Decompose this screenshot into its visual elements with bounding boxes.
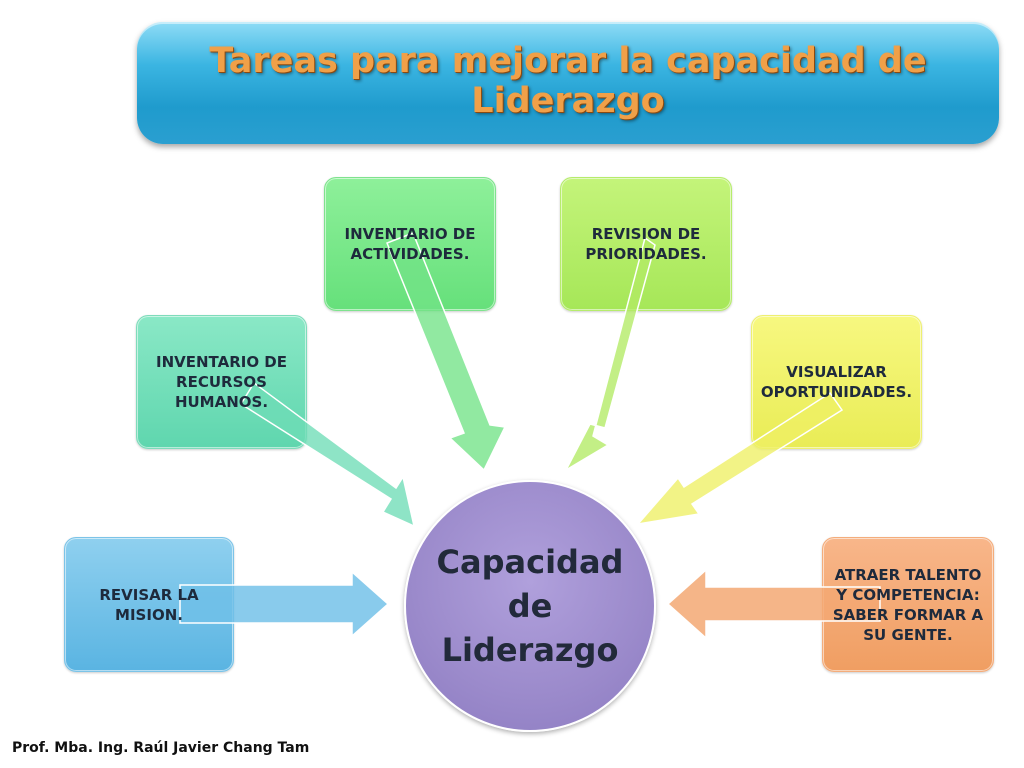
arrow-prioridades-to-center xyxy=(564,236,656,472)
task-label-visualizar-oportunidades: VISUALIZAR OPORTUNIDADES. xyxy=(760,363,913,401)
author-footer: Prof. Mba. Ing. Raúl Javier Chang Tam xyxy=(12,740,310,756)
arrow-talento-to-center xyxy=(666,568,881,640)
arrow-actividades-to-center xyxy=(386,232,507,472)
page-title: Tareas para mejorar la capacidad de Lide… xyxy=(209,41,927,121)
arrow-oportunidades-to-center xyxy=(636,391,844,526)
task-label-inventario-actividades: INVENTARIO DE ACTIVIDADES. xyxy=(344,225,476,263)
task-label-inventario-rrhh: INVENTARIO DE RECURSOS HUMANOS. xyxy=(155,353,288,411)
arrow-mision-to-center xyxy=(179,570,390,638)
center-label: Capacidad de Liderazgo xyxy=(436,543,624,669)
task-label-revision-prioridades: REVISION DE PRIORIDADES. xyxy=(585,225,707,263)
arrow-rrhh-to-center xyxy=(239,381,416,528)
task-box-revision-prioridades: REVISION DE PRIORIDADES. xyxy=(560,177,732,311)
task-box-inventario-actividades: INVENTARIO DE ACTIVIDADES. xyxy=(324,177,496,311)
task-box-atraer-talento: ATRAER TALENTO Y COMPETENCIA: SABER FORM… xyxy=(822,537,994,672)
task-label-revisar-mision: REVISAR LA MISION. xyxy=(99,585,199,624)
center-circle: Capacidad de Liderazgo xyxy=(404,480,656,732)
title-banner: Tareas para mejorar la capacidad de Lide… xyxy=(137,22,999,144)
task-label-atraer-talento: ATRAER TALENTO Y COMPETENCIA: SABER FORM… xyxy=(832,565,984,644)
